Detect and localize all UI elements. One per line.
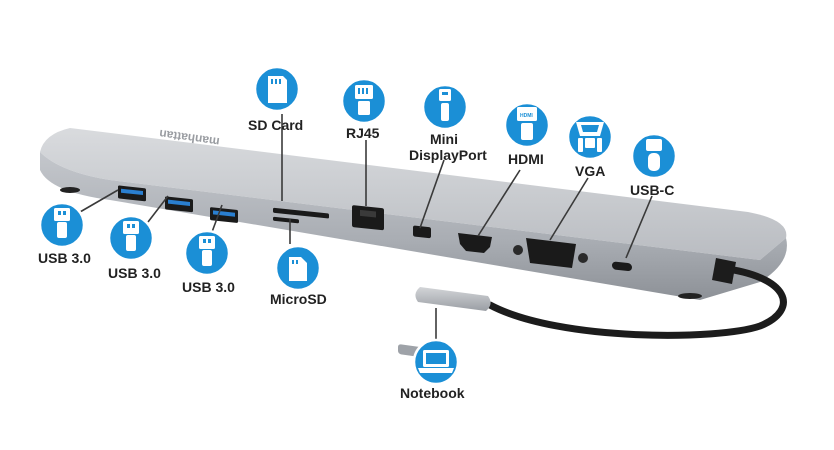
dock-top-surface — [40, 128, 787, 260]
usb-label-1: USB 3.0 — [38, 250, 91, 266]
mini-displayport-label-line1: Mini — [430, 131, 458, 147]
microsd-card-icon — [274, 244, 322, 292]
microsd-slot — [273, 216, 299, 224]
usb-c-plug-icon — [630, 132, 678, 180]
microsd-label: MicroSD — [270, 291, 327, 307]
hdmi-port — [458, 233, 492, 253]
sd-card-icon — [253, 65, 301, 113]
dock-body: manhattan — [40, 127, 787, 300]
vga-plug-icon — [566, 113, 614, 161]
laptop-icon — [412, 338, 460, 386]
mini-displayport-port — [413, 225, 431, 239]
vga-label: VGA — [575, 163, 605, 179]
usb-port-1 — [118, 185, 146, 202]
leader-lines — [79, 114, 653, 344]
usb-c-cable — [398, 258, 787, 357]
usb-c-label: USB-C — [630, 182, 674, 198]
usb-plug-icon — [107, 214, 155, 262]
rj45-label: RJ45 — [346, 125, 380, 141]
hdmi-label: HDMI — [508, 151, 544, 167]
svg-text:HDMI: HDMI — [520, 113, 533, 119]
sd-card-label: SD Card — [248, 117, 303, 133]
hdmi-plug-icon: HDMI — [503, 101, 551, 149]
rj45-port — [352, 205, 384, 231]
ethernet-plug-icon — [340, 77, 388, 125]
usb-label-3: USB 3.0 — [182, 279, 235, 295]
usb-label-2: USB 3.0 — [108, 265, 161, 281]
usb-c-port — [612, 261, 632, 272]
ports — [118, 185, 632, 272]
usb-c-plug — [415, 287, 491, 311]
mini-displayport-plug-icon — [421, 83, 469, 131]
dock-front-face — [40, 152, 787, 300]
usb-plug-icon — [183, 229, 231, 277]
mini-displayport-label-line2: DisplayPort — [409, 147, 487, 163]
usb-plug-icon — [38, 201, 86, 249]
sd-card-slot — [273, 207, 329, 219]
usb-port-2 — [165, 196, 193, 213]
vga-port — [513, 238, 588, 268]
notebook-label: Notebook — [400, 385, 465, 401]
